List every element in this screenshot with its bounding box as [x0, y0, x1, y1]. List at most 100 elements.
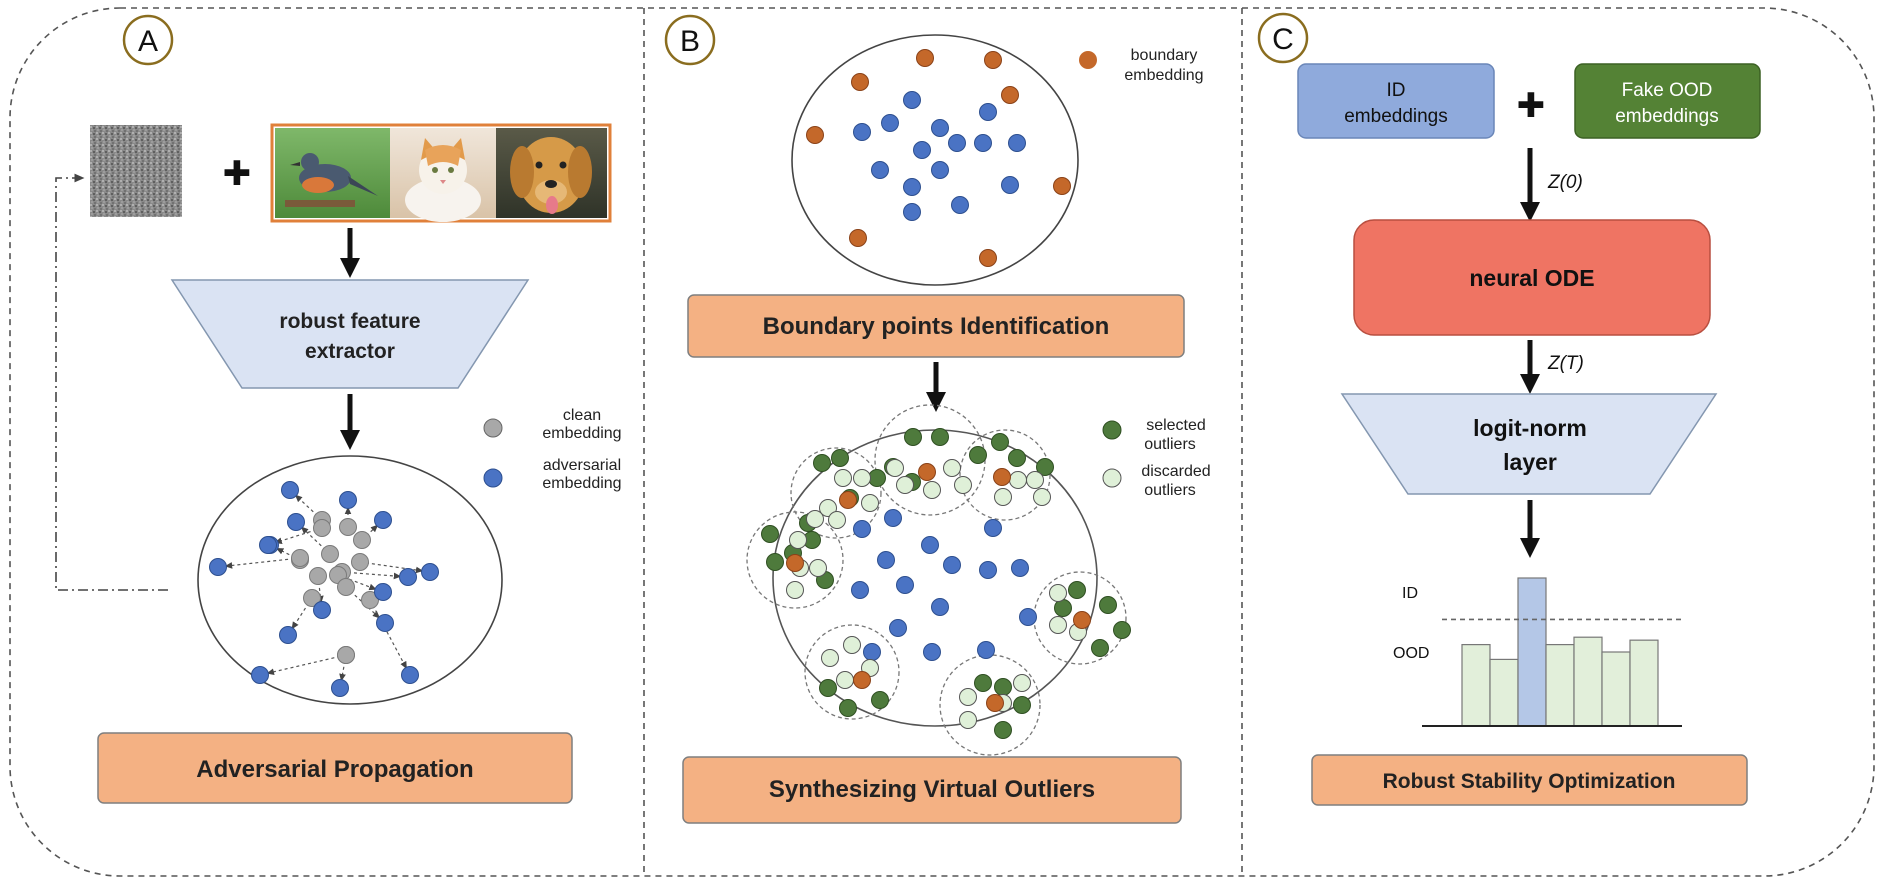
legend-clean-marker: [483, 418, 503, 438]
caption-b-text: Synthesizing Virtual Outliers: [769, 776, 1095, 803]
fake-ood-embeddings-box: Fake OOD embeddings: [1574, 63, 1761, 139]
discarded-outlier-dot: [861, 494, 879, 512]
panel-a: A ✚: [55, 14, 622, 804]
selected-outlier-dot: [831, 449, 849, 467]
boundary-embedding-dot: [984, 51, 1002, 69]
selected-outlier-dot: [1099, 596, 1117, 614]
panel-b-letter: B: [680, 25, 700, 58]
adversarial-embedding-dot: [421, 563, 439, 581]
boundary-embedding-dot: [1053, 177, 1071, 195]
histogram-id-label: ID: [1402, 585, 1418, 602]
feedback-loop-arrow: [55, 173, 168, 591]
outlier-cluster-ring: [1033, 571, 1127, 665]
adversarial-embedding-dot: [374, 583, 392, 601]
sample-images: [270, 123, 612, 223]
extractor-label-line2: extractor: [305, 340, 395, 363]
selected-outlier-dot: [761, 525, 779, 543]
id-embedding-dot: [889, 619, 907, 637]
discarded-outlier-dot: [834, 469, 852, 487]
clean-embedding-dot: [353, 531, 371, 549]
discarded-outlier-dot: [786, 581, 804, 599]
id-embedding-dot: [1019, 608, 1037, 626]
discarded-outlier-dot: [1049, 616, 1067, 634]
selected-outlier-dot: [766, 553, 784, 571]
discarded-outlier-dot: [959, 688, 977, 706]
selected-outlier-dot: [868, 469, 886, 487]
caption-synthesizing-outliers: Synthesizing Virtual Outliers: [682, 756, 1182, 824]
selected-outlier-dot: [819, 679, 837, 697]
adversarial-embedding-dot: [331, 679, 349, 697]
histogram-bar-ood: [1461, 643, 1491, 727]
legend-clean-line2: embedding: [542, 425, 621, 442]
selected-outlier-dot: [871, 691, 889, 709]
panel-c-badge: C: [1257, 12, 1309, 64]
discarded-outlier-dot: [1026, 471, 1044, 489]
id-embedding-dot: [903, 203, 921, 221]
histogram-bars: [1461, 577, 1659, 727]
outer-frame: [9, 7, 1875, 877]
id-embedding-dot: [948, 134, 966, 152]
id-box-line2: embeddings: [1344, 106, 1448, 127]
score-histogram: ID OOD: [1393, 577, 1682, 727]
histogram-ood-label: OOD: [1393, 645, 1429, 662]
selected-outlier-dot: [1068, 581, 1086, 599]
legend-boundary-marker: [1079, 51, 1097, 69]
logit-line1: logit-norm: [1473, 415, 1587, 441]
logit-norm-layer: logit-norm layer: [1340, 393, 1718, 495]
discarded-outlier-dot: [806, 510, 824, 528]
clean-embedding-dot: [339, 518, 357, 536]
boundary-embedding-dot: [1001, 86, 1019, 104]
outlier-cluster-ring: [746, 511, 844, 609]
id-embedding-dot: [974, 134, 992, 152]
caption-a-text: Adversarial Propagation: [196, 756, 473, 783]
panel-b-legend-bottom: selected outliers discarded outliers: [1102, 417, 1211, 499]
panel-a-badge: A: [122, 14, 174, 66]
id-embedding-dot: [863, 643, 881, 661]
panel-c-plus-icon: ✚: [1517, 87, 1546, 125]
cat-image: [390, 128, 496, 222]
caption-adversarial-propagation: Adversarial Propagation: [97, 732, 573, 804]
noise-image: [90, 125, 182, 217]
adversarial-embedding-dot: [281, 481, 299, 499]
panel-a-legend: clean embedding adversarial embedding: [483, 407, 622, 492]
selected-outlier-dot: [1008, 449, 1026, 467]
selected-outlier-dot: [969, 446, 987, 464]
outlier-cluster-ring: [939, 654, 1041, 756]
outlier-cluster-ring: [959, 429, 1051, 521]
id-embedding-dot: [853, 520, 871, 538]
boundary-embedding-dot: [853, 671, 871, 689]
clean-embedding-dot: [291, 549, 309, 567]
legend-selected-marker: [1102, 420, 1122, 440]
perturbation-arrow: [275, 547, 301, 561]
id-embedding-dot: [851, 581, 869, 599]
boundary-space: [791, 34, 1079, 286]
zt-label: Z(T): [1547, 353, 1584, 374]
clean-embedding-dot: [351, 553, 369, 571]
legend-adversarial-line2: embedding: [542, 475, 621, 492]
adversarial-embedding-dot: [287, 513, 305, 531]
id-embedding-dot: [853, 123, 871, 141]
clean-embedding-dot: [321, 545, 339, 563]
boundary-embedding-dot: [1073, 611, 1091, 629]
boundary-embedding-dot: [786, 554, 804, 572]
dog-image: [496, 128, 607, 218]
discarded-outlier-dot: [1009, 471, 1027, 489]
discarded-outlier-dot: [821, 649, 839, 667]
discarded-outlier-dot: [959, 711, 977, 729]
selected-outlier-dot: [839, 699, 857, 717]
z0-label: Z(0): [1547, 172, 1583, 193]
adversarial-embedding-dot: [209, 558, 227, 576]
selected-outlier-dot: [1036, 458, 1054, 476]
id-embedding-dot: [943, 556, 961, 574]
adversarial-embedding-dot: [251, 666, 269, 684]
legend-selected-line1: selected: [1146, 417, 1206, 434]
id-embedding-dot: [896, 576, 914, 594]
histogram-bar-ood: [1489, 658, 1519, 727]
adversarial-embedding-dot: [399, 568, 417, 586]
id-embedding-dot: [923, 643, 941, 661]
boundary-embedding-dot: [979, 249, 997, 267]
id-box-line1: ID: [1387, 80, 1406, 101]
legend-discarded-marker: [1102, 468, 1122, 488]
id-embedding-dot: [931, 119, 949, 137]
selected-outlier-dot: [974, 674, 992, 692]
